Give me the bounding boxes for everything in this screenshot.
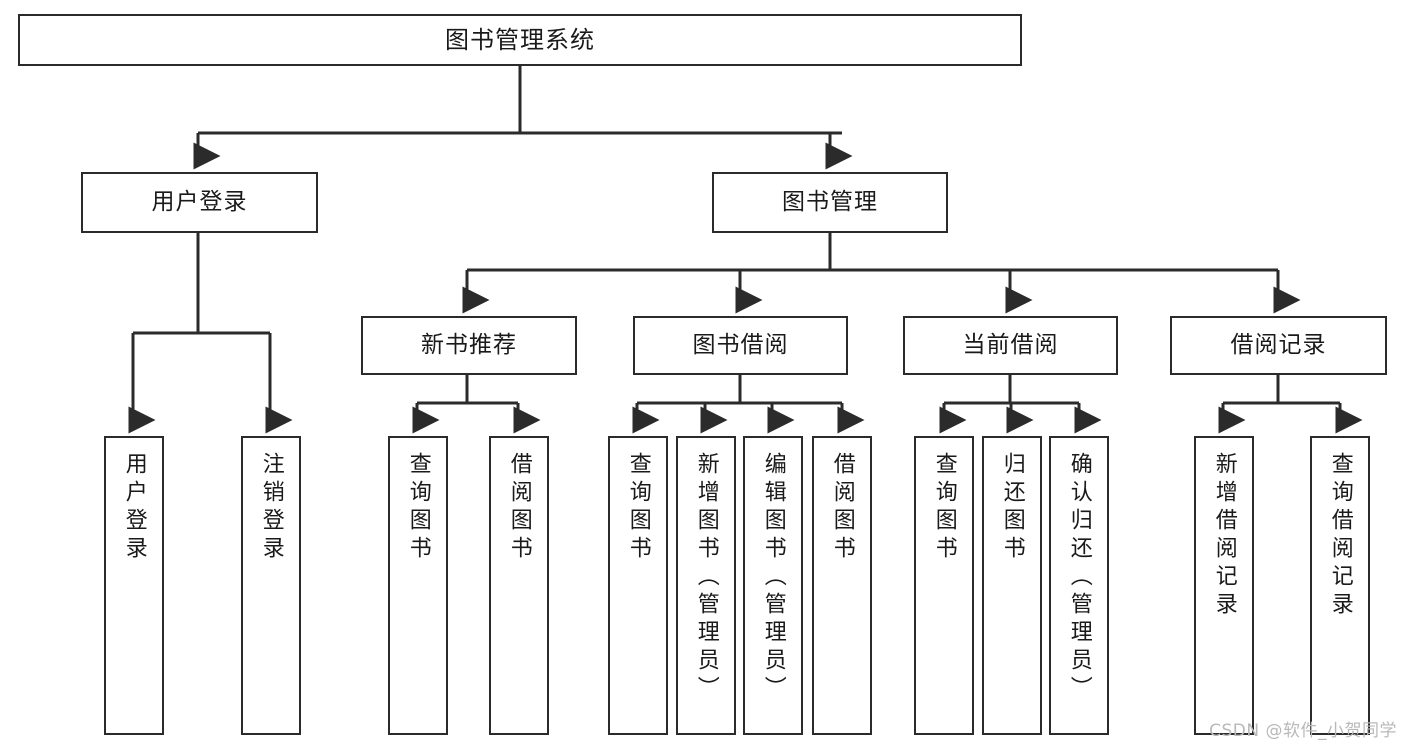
node-borrow-record[interactable]: 借阅记录	[1170, 316, 1387, 375]
node-leaf-newbook-borrow-book-label: 借阅图书	[506, 452, 532, 564]
node-leaf-borrow-edit-book[interactable]: 编辑图书（管理员）	[743, 436, 803, 735]
node-leaf-current-confirm-return-label: 确认归还（管理员）	[1066, 452, 1092, 704]
node-leaf-borrow-edit-book-label: 编辑图书（管理员）	[760, 452, 786, 704]
node-leaf-newbook-borrow-book[interactable]: 借阅图书	[489, 436, 549, 735]
node-leaf-borrow-query-book[interactable]: 查询图书	[608, 436, 668, 735]
node-user-login-label: 用户登录	[151, 189, 248, 216]
node-leaf-logout[interactable]: 注销登录	[241, 436, 301, 735]
node-leaf-record-query-record-label: 查询借阅记录	[1327, 452, 1353, 620]
node-book-management-label: 图书管理	[782, 189, 878, 216]
node-book-borrow[interactable]: 图书借阅	[633, 316, 848, 375]
node-leaf-record-query-record[interactable]: 查询借阅记录	[1310, 436, 1370, 735]
node-root-label: 图书管理系统	[445, 26, 595, 54]
node-leaf-user-login[interactable]: 用户登录	[104, 436, 164, 735]
node-leaf-borrow-borrow-book[interactable]: 借阅图书	[812, 436, 872, 735]
node-leaf-record-add-record-label: 新增借阅记录	[1211, 452, 1237, 620]
node-leaf-current-return-book-label: 归还图书	[999, 452, 1025, 564]
node-leaf-borrow-add-book[interactable]: 新增图书（管理员）	[676, 436, 736, 735]
node-leaf-record-add-record[interactable]: 新增借阅记录	[1194, 436, 1254, 735]
node-current-borrow-label: 当前借阅	[962, 332, 1059, 359]
node-leaf-newbook-query-book[interactable]: 查询图书	[388, 436, 448, 735]
node-leaf-borrow-borrow-book-label: 借阅图书	[829, 452, 855, 564]
node-leaf-logout-label: 注销登录	[258, 452, 284, 564]
node-borrow-record-label: 借阅记录	[1230, 332, 1327, 359]
node-new-book-recommend-label: 新书推荐	[421, 332, 517, 359]
node-leaf-borrow-query-book-label: 查询图书	[625, 452, 651, 564]
node-book-management[interactable]: 图书管理	[712, 172, 948, 233]
node-root[interactable]: 图书管理系统	[18, 14, 1022, 66]
node-leaf-current-query-book-label: 查询图书	[931, 452, 957, 564]
node-leaf-current-return-book[interactable]: 归还图书	[982, 436, 1042, 735]
node-leaf-current-query-book[interactable]: 查询图书	[914, 436, 974, 735]
node-leaf-borrow-add-book-label: 新增图书（管理员）	[693, 452, 719, 704]
node-user-login[interactable]: 用户登录	[81, 172, 318, 233]
node-leaf-current-confirm-return[interactable]: 确认归还（管理员）	[1049, 436, 1109, 735]
node-leaf-user-login-label: 用户登录	[121, 452, 147, 564]
node-new-book-recommend[interactable]: 新书推荐	[361, 316, 577, 375]
node-leaf-newbook-query-book-label: 查询图书	[405, 452, 431, 564]
watermark: CSDN @软件_小贺同学	[1209, 721, 1397, 741]
node-current-borrow[interactable]: 当前借阅	[903, 316, 1118, 375]
node-book-borrow-label: 图书借阅	[692, 332, 789, 359]
